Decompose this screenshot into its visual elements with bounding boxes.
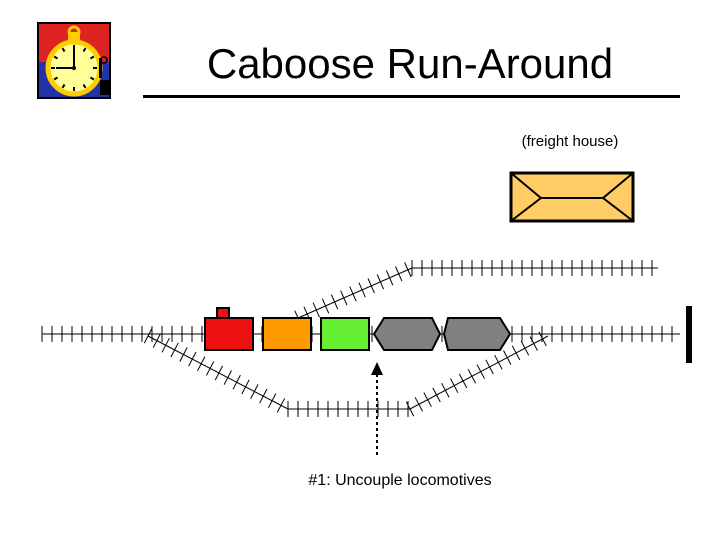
stopwatch-icon	[37, 22, 111, 99]
freight-house-label: (freight house)	[521, 133, 619, 150]
upper-spur-diagonal	[294, 262, 413, 326]
train	[204, 307, 512, 351]
page-title: Caboose Run-Around	[206, 40, 614, 87]
lower-siding-right-diagonal	[405, 331, 549, 417]
uncouple-arrow	[371, 362, 383, 455]
lower-siding-left-diagonal	[143, 328, 289, 413]
track-bumper	[686, 306, 692, 363]
boxcar-green	[320, 317, 370, 351]
track-layout	[41, 260, 680, 417]
locomotive-rear	[372, 317, 442, 351]
locomotive-front	[442, 317, 512, 351]
freight-house	[509, 171, 635, 223]
upper-spur-track	[411, 260, 658, 276]
title-underline	[143, 95, 680, 98]
lower-siding-track	[287, 401, 410, 417]
boxcar-orange	[262, 317, 312, 351]
step-caption: #1: Uncouple locomotives	[308, 472, 492, 489]
caboose	[204, 307, 254, 351]
